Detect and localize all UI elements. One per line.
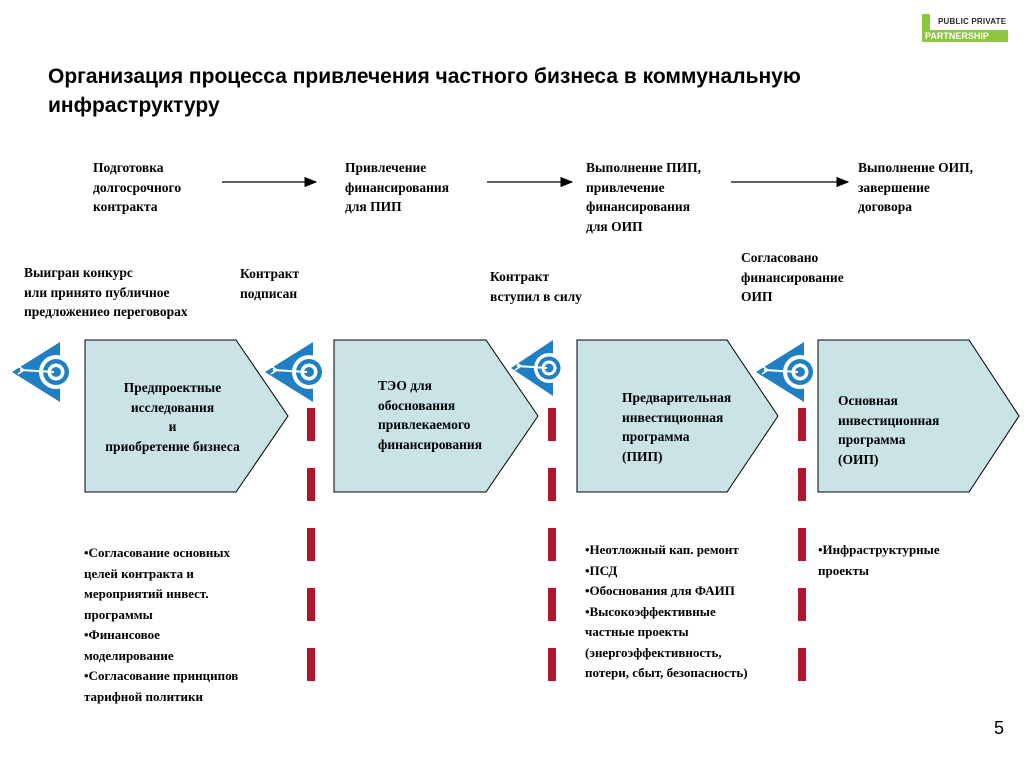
milestone-line-2	[307, 408, 315, 681]
milestone-line-3	[548, 408, 556, 681]
process-box-4-text: Основная инвестиционная программа (ОИП)	[838, 393, 940, 467]
process-box-4	[817, 339, 1020, 493]
process-box-1-text: Предпроектные исследования и приобретени…	[105, 380, 240, 454]
bullet-list-1: •Согласование основных целей контракта и…	[84, 545, 239, 704]
phase-label-4: Выполнение ОИП, завершение договора	[858, 160, 974, 214]
target-icon	[12, 342, 73, 402]
bullet-list-3: •Инфраструктурные проекты	[818, 542, 940, 578]
logo-line1: PUBLIC PRIVATE	[938, 17, 1007, 26]
process-box-2	[333, 339, 539, 493]
logo-line2: PARTNERSHIP	[922, 30, 1008, 42]
phase-label-1: Подготовка долгосрочного контракта	[93, 160, 182, 214]
milestone-label-1: Выигран конкурс или принято публичное пр…	[24, 265, 188, 319]
process-box-2-text: ТЭО для обоснования привлекаемого финанс…	[378, 378, 483, 452]
target-icon	[511, 340, 564, 396]
page-title: Организация процесса привлечения частног…	[48, 65, 801, 117]
bullet-list-2: •Неотложный кап. ремонт •ПСД •Обосновани…	[585, 542, 748, 680]
page-number: 5	[994, 718, 1005, 738]
process-box-3	[576, 339, 779, 493]
process-box-3-text: Предварительная инвестиционная программа…	[622, 390, 732, 464]
phase-label-3: Выполнение ПИП, привлечение финансирован…	[586, 160, 702, 234]
phase-label-2: Привлечение финансирования для ПИП	[345, 160, 450, 214]
target-icon	[756, 342, 817, 402]
logo	[921, 14, 1009, 46]
milestone-label-3: Контракт вступил в силу	[490, 269, 582, 304]
milestone-label-2: Контракт подписан	[240, 266, 300, 301]
target-icon	[265, 342, 326, 402]
milestone-label-4: Согласовано финансирование ОИП	[741, 250, 844, 304]
logo-mark-icon	[922, 14, 930, 42]
process-box-1	[84, 339, 289, 493]
milestone-line-4	[798, 408, 806, 681]
